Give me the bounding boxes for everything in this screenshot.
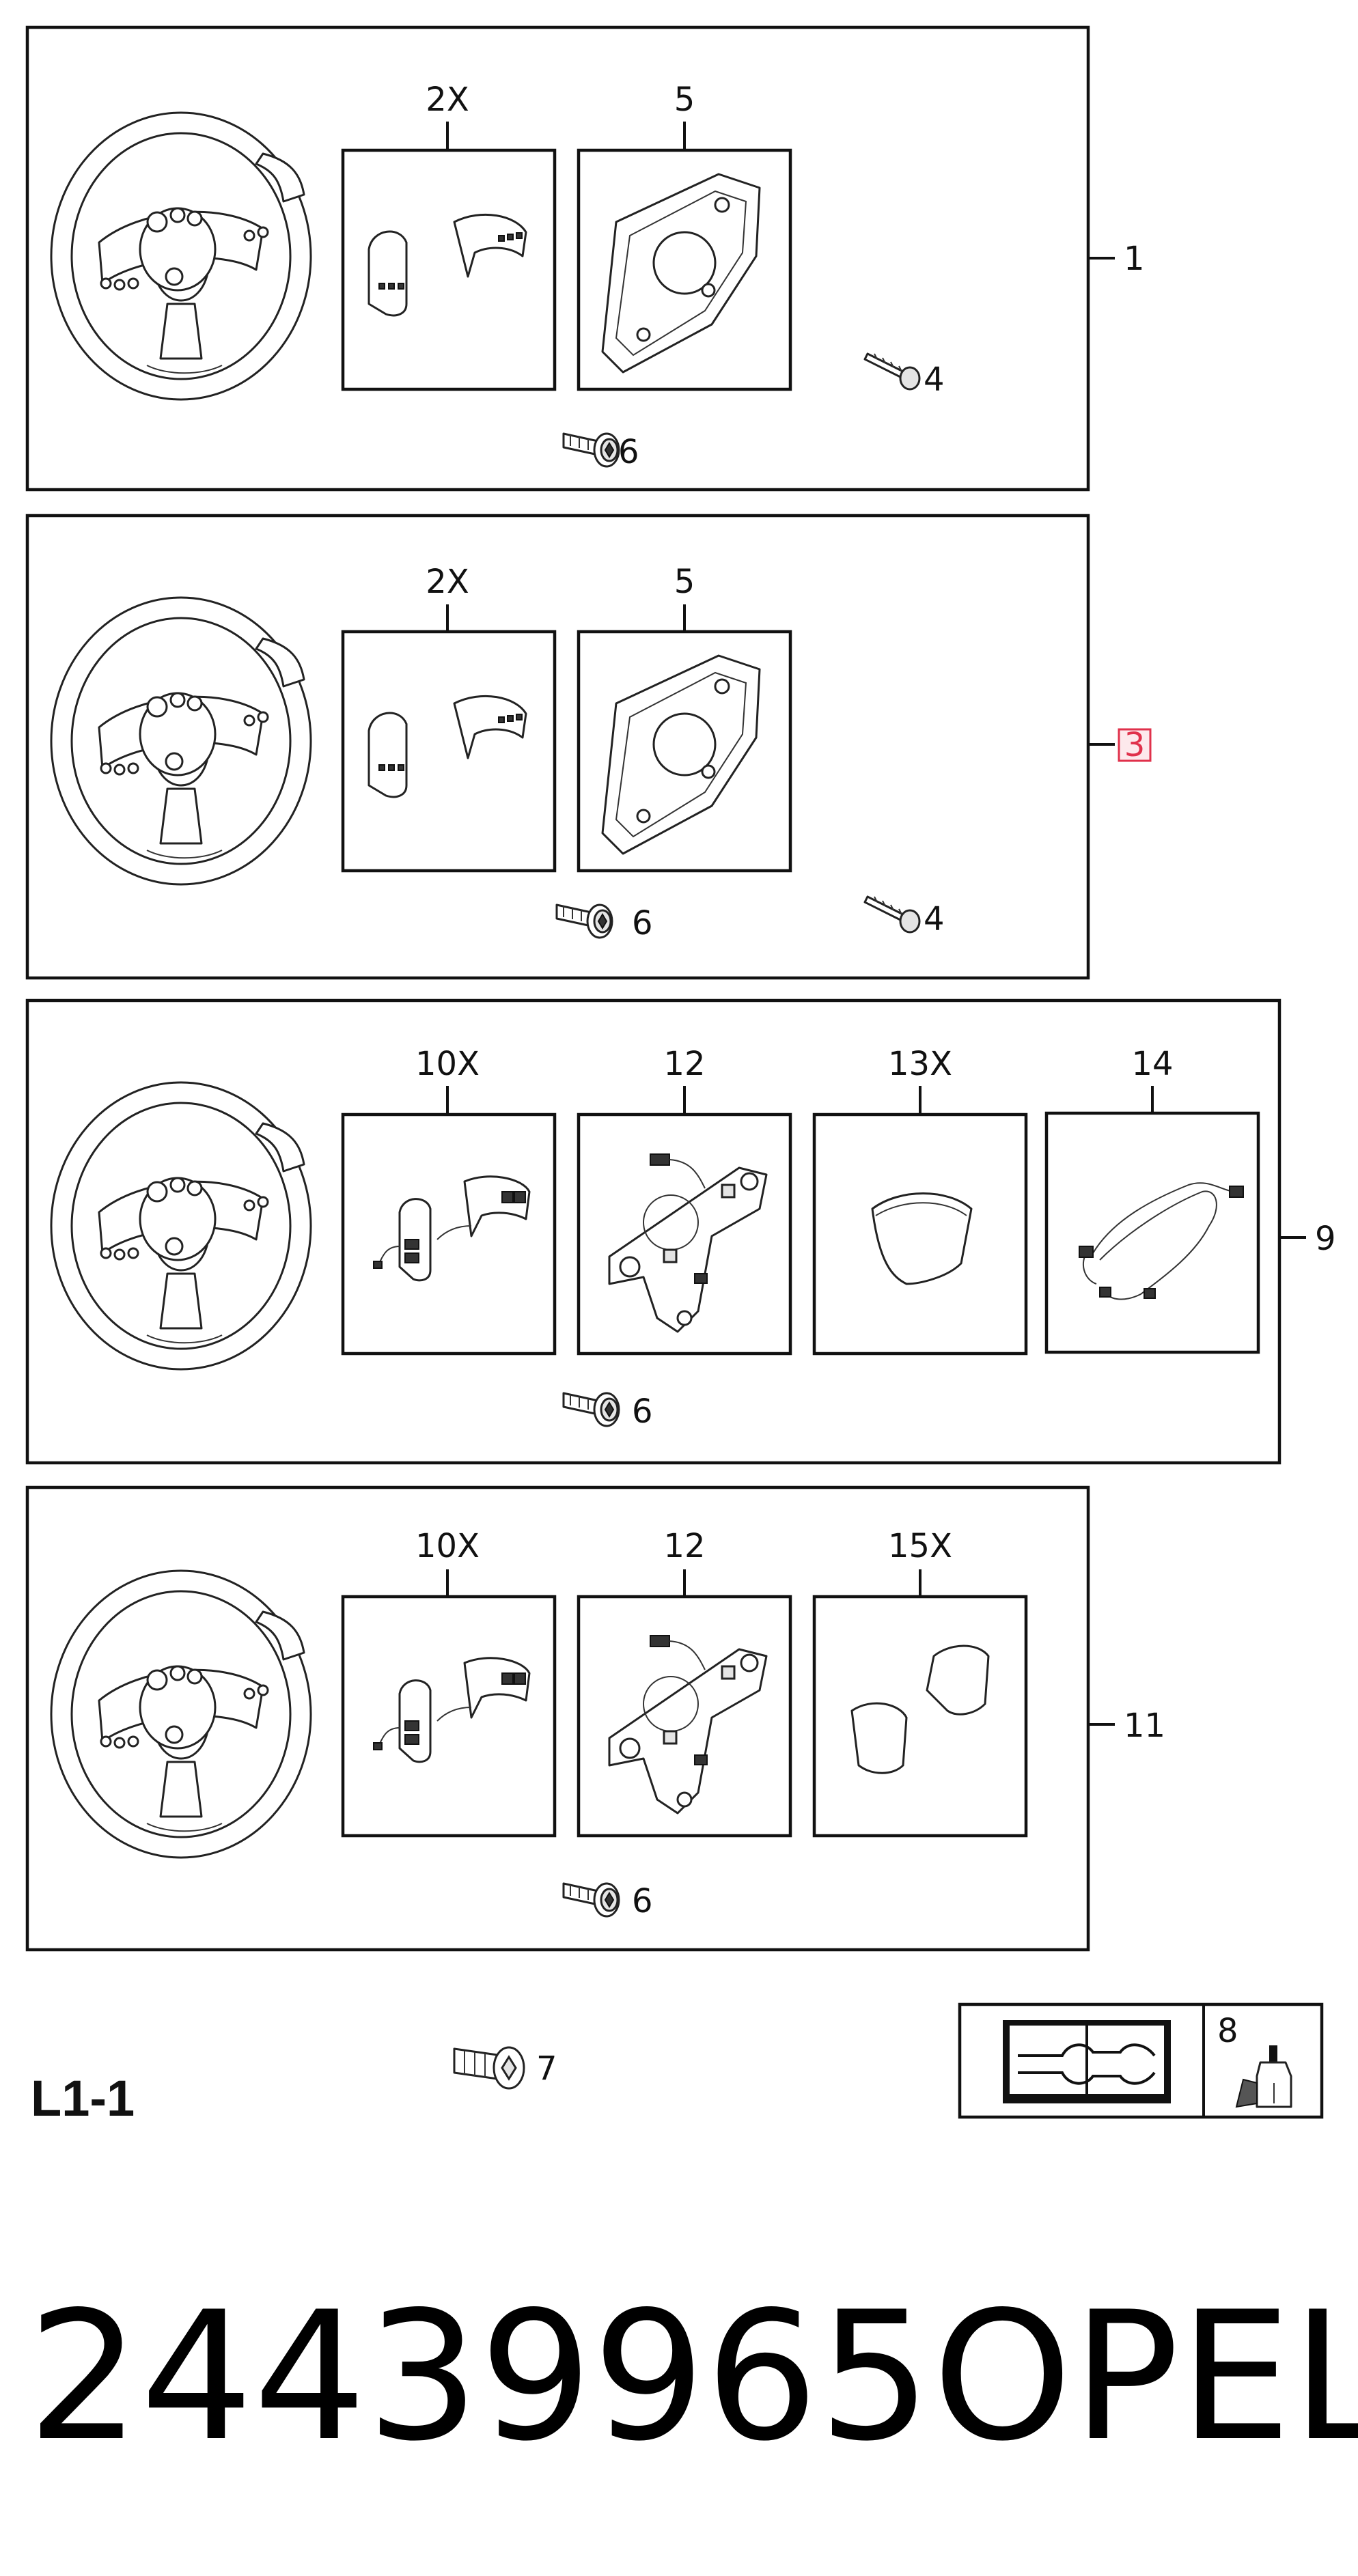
inset-label: 12: [663, 1527, 705, 1565]
inset-label: 13X: [888, 1045, 952, 1083]
repair-manual-icon: [1003, 2020, 1171, 2103]
panel-callout: 3: [1124, 726, 1146, 764]
bolt-7-label: 7: [536, 2049, 557, 2088]
highlight-box: [1118, 728, 1152, 762]
panel-9: 10X 12 13X 14 6 9: [25, 998, 1336, 1465]
bolt-label: 6: [632, 904, 653, 942]
brand-name: OPEL: [932, 2274, 1358, 2480]
panel-3: 2X 5 6 4 3: [25, 514, 1152, 980]
bolt-label: 6: [618, 433, 639, 471]
adhesive-bottle-icon: [1235, 2045, 1292, 2108]
panel-callout: 11: [1124, 1707, 1165, 1745]
inset-label: 15X: [888, 1527, 952, 1565]
adhesive-label: 8: [1217, 2012, 1238, 2050]
inset-label: 5: [674, 81, 695, 119]
inset-label: 12: [663, 1045, 705, 1083]
panel-callout: 1: [1124, 240, 1145, 278]
panel-1: 2X 5 4 6 1: [25, 25, 1145, 492]
inset-label: 10X: [415, 1527, 480, 1565]
bolt-label: 6: [632, 1882, 653, 1920]
part-number: 24439965: [27, 2274, 931, 2480]
inset-label: 14: [1131, 1045, 1173, 1083]
screw-label: 4: [924, 361, 945, 399]
inset-label: 2X: [426, 81, 469, 119]
panel-callout: 9: [1315, 1220, 1336, 1258]
service-box: 8: [958, 2002, 1324, 2119]
section-code: L1-1: [31, 2070, 135, 2127]
panel-11: 10X 12 15X 6 11: [25, 1485, 1165, 1952]
inset-label: 10X: [415, 1045, 480, 1083]
inset-label: 5: [674, 563, 695, 601]
screw-label: 4: [924, 900, 945, 938]
bolt-label: 6: [632, 1392, 653, 1431]
inset-label: 2X: [426, 563, 469, 601]
bolt-7: 7: [453, 2046, 557, 2090]
